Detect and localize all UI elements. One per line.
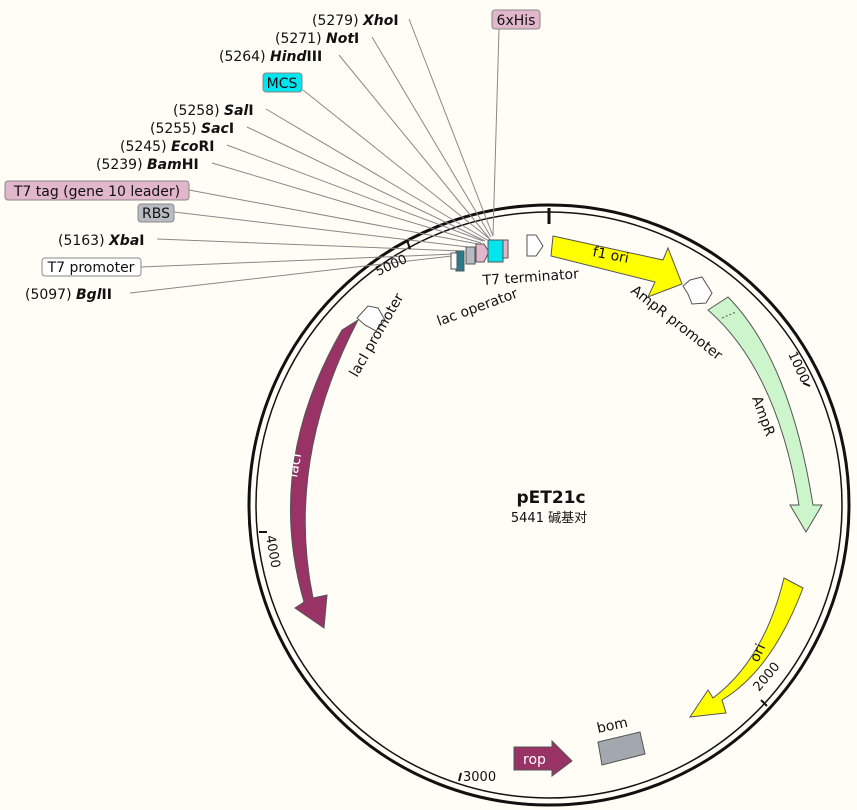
t7-terminator-label: T7 terminator xyxy=(481,266,579,289)
enzyme-site-bamhi: (5239) BamHI xyxy=(96,157,199,173)
leader-line xyxy=(338,54,490,239)
leader-line xyxy=(156,238,463,252)
callout-leader-lines xyxy=(129,18,500,294)
enzyme-site-xbai: (5163) XbaI xyxy=(58,233,145,249)
leader-line xyxy=(371,36,492,238)
ampr-arrow xyxy=(707,296,823,533)
leader-line xyxy=(408,18,494,237)
leader-line xyxy=(188,189,479,245)
laci-promoter-label: lacI promoter xyxy=(347,291,408,380)
tick-label-3000: 3000 xyxy=(463,770,496,785)
leader-line xyxy=(211,162,482,244)
mcs-label: MCS xyxy=(267,76,298,92)
laci-label: lacI xyxy=(285,452,305,479)
tick-label-4000: 4000 xyxy=(262,534,283,569)
t7-terminator-arrow xyxy=(526,234,544,257)
mcs-label-box xyxy=(262,72,303,93)
leader-line xyxy=(265,108,488,241)
f1-ori-label: f1 ori xyxy=(591,244,630,267)
t7-tag-label-box xyxy=(4,180,190,201)
lac-operator-label: lac operator xyxy=(435,286,520,330)
leader-line xyxy=(140,253,456,268)
t7-tag-arrow xyxy=(475,243,490,263)
enzyme-site-bglii: (5097) BglII xyxy=(25,287,112,303)
leader-line xyxy=(226,144,484,242)
leader-line xyxy=(173,211,469,248)
bom-label: bom xyxy=(596,715,630,737)
enzyme-site-hindiii: (5264) HindIII xyxy=(219,49,322,65)
enzyme-site-noti: (5271) NotI xyxy=(275,31,359,47)
enzyme-site-sali: (5258) SalI xyxy=(173,103,254,119)
leader-line xyxy=(246,126,486,242)
leader-line xyxy=(129,255,453,294)
enzyme-site-ecori: (5245) EcoRI xyxy=(120,139,215,155)
t7-tag-label: T7 tag (gene 10 leader) xyxy=(13,184,180,200)
ori-arrow xyxy=(688,577,804,718)
ori-label: ori xyxy=(747,641,769,664)
ampr-promoter-arrow xyxy=(682,276,713,305)
rbs-label-box xyxy=(137,203,175,223)
leader-line xyxy=(302,89,492,241)
laci-promoter-arrow xyxy=(356,305,386,332)
laci-arrow xyxy=(289,318,360,629)
rop-arrow xyxy=(513,739,573,777)
f1-ori-arrow xyxy=(550,235,683,298)
backbone-outer-ring xyxy=(247,203,851,807)
bom-box xyxy=(597,731,646,766)
enzyme-site-saci: (5255) SacI xyxy=(150,121,234,137)
enzyme-site-xhoi: (5279) XhoI xyxy=(312,13,399,29)
plasmid-name: pET21c xyxy=(516,488,585,508)
t7-promoter-label-box xyxy=(41,257,142,277)
six-his-box xyxy=(502,239,509,259)
rop-label: rop xyxy=(523,752,546,768)
t7-promoter-label: T7 promoter xyxy=(47,260,135,276)
plasmid-size: 5441 碱基对 xyxy=(511,511,587,526)
rbs-box xyxy=(465,246,476,265)
ampr-promoter-overlap-mark xyxy=(721,311,737,319)
six-his-label-box xyxy=(491,9,541,30)
t7-promoter-box xyxy=(450,252,458,270)
leader-line xyxy=(492,28,500,237)
six-his-label: 6xHis xyxy=(497,13,536,29)
mcs-box xyxy=(487,239,504,263)
rbs-label: RBS xyxy=(142,206,170,222)
scale-ticks xyxy=(259,239,811,782)
